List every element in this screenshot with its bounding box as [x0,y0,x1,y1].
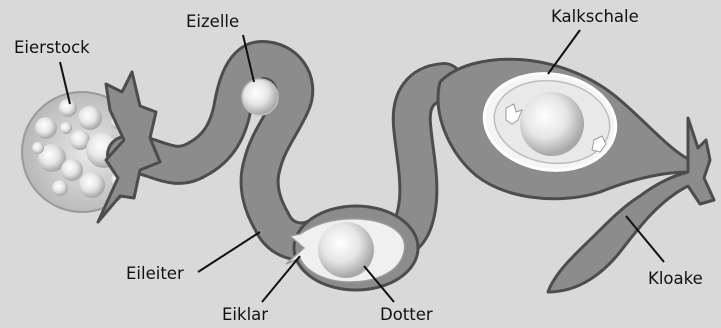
label-oviduct: Eileiter [126,264,184,283]
label-shell: Kalkschale [551,7,639,26]
shelled-egg-yolk [520,92,584,156]
oviduct-tube [98,59,714,292]
label-albumen: Eiklar [222,305,268,324]
label-yolk: Dotter [380,305,433,324]
egg-cell-sphere [242,79,278,115]
label-egg-cell: Eizelle [186,12,239,31]
label-cloaca: Kloake [648,269,703,288]
label-ovary: Eierstock [14,38,90,57]
leader-albumen [262,256,300,302]
yolk-sphere [318,222,374,278]
leader-oviduct [198,232,260,272]
